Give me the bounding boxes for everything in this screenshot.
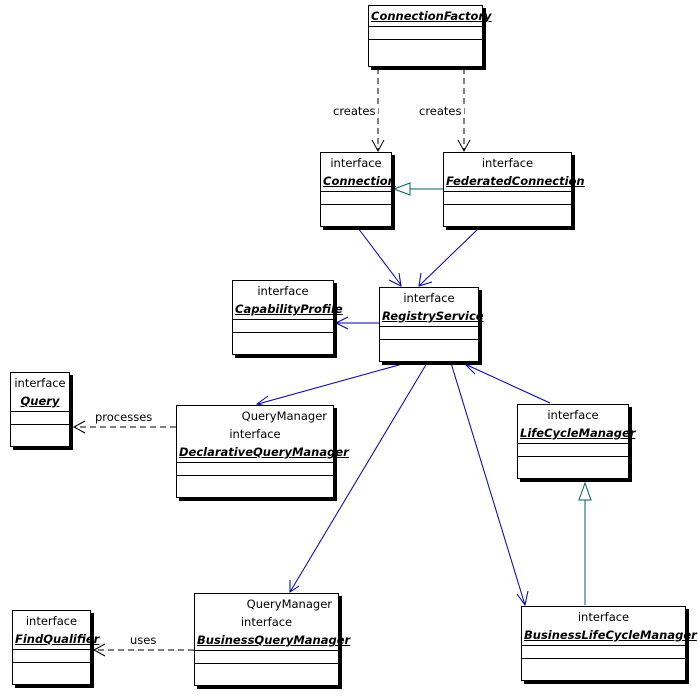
class-name: FederatedConnection — [446, 174, 585, 188]
operations-compartment — [195, 664, 338, 677]
class-header: interface CapabilityProfile — [233, 281, 343, 320]
stereotype-label: interface — [547, 408, 599, 422]
attributes-compartment — [177, 463, 333, 476]
superclass-label: QueryManager — [246, 597, 332, 611]
registry-businesslifecycle-arrowhead — [516, 590, 529, 607]
attributes-compartment — [195, 651, 338, 664]
attributes-compartment — [518, 444, 628, 457]
connection-registry-line — [357, 227, 402, 286]
stereotype-label: interface — [330, 156, 382, 170]
class-header: interface FederatedConnection — [444, 153, 585, 192]
class-header: interface BusinessLifeCycleManager — [522, 607, 697, 646]
federated-registry-line — [419, 227, 480, 286]
operations-compartment — [444, 205, 571, 218]
uses-label: uses — [128, 633, 159, 647]
registry-declarative-line — [257, 362, 407, 405]
processes-label: processes — [93, 410, 155, 424]
federated-registry-arrowhead — [418, 272, 433, 287]
class-header: ConnectionFactory — [369, 6, 492, 27]
attributes-compartment — [369, 27, 482, 40]
business-query-manager-class[interactable]: QueryManager interface BusinessQueryMana… — [194, 593, 351, 686]
attributes-compartment — [321, 192, 391, 205]
processes-arrowhead — [72, 420, 86, 434]
stereotype-label: interface — [481, 156, 534, 170]
operations-compartment — [13, 663, 90, 676]
declarative-query-manager-class[interactable]: QueryManager interface DeclarativeQueryM… — [176, 405, 349, 498]
creates-connection-label: creates — [331, 104, 378, 118]
federated-generalization-triangle — [392, 182, 411, 196]
stereotype-label: interface — [25, 614, 78, 628]
stereotype-label: interface — [14, 376, 66, 390]
lifecycle-registry-arrowhead — [464, 363, 480, 375]
class-header: interface LifeCycleManager — [518, 405, 636, 444]
registry-capability-arrowhead — [334, 316, 349, 330]
operations-compartment — [380, 340, 478, 353]
attributes-compartment — [380, 327, 478, 340]
find-qualifier-class[interactable]: interface FindQualifier — [12, 610, 100, 685]
class-name: ConnectionFactory — [371, 9, 492, 23]
stereotype-label: interface — [577, 610, 630, 624]
class-name: CapabilityProfile — [235, 302, 343, 316]
attributes-compartment — [11, 412, 69, 425]
operations-compartment — [522, 659, 685, 672]
connection-class[interactable]: interface Connection — [320, 152, 396, 227]
attributes-compartment — [233, 320, 333, 333]
class-name: BusinessQueryManager — [197, 633, 351, 647]
class-name: RegistryService — [382, 309, 484, 323]
creates-connection-arrowhead — [371, 139, 385, 153]
class-name: DeclarativeQueryManager — [179, 445, 349, 459]
lifecycle-registry-line — [466, 364, 551, 404]
registry-businesslifecycle-line — [450, 362, 526, 606]
query-class[interactable]: interface Query — [10, 372, 70, 447]
superclass-label: QueryManager — [241, 409, 327, 423]
attributes-compartment — [13, 650, 90, 663]
stereotype-label: interface — [403, 291, 455, 305]
registry-businessquery-arrowhead — [289, 580, 300, 593]
operations-compartment — [518, 457, 628, 470]
stereotype-label: interface — [240, 615, 293, 629]
class-name: LifeCycleManager — [520, 426, 636, 440]
attributes-compartment — [522, 646, 685, 659]
operations-compartment — [11, 425, 69, 438]
class-name: FindQualifier — [15, 632, 100, 646]
connection-factory-class[interactable]: ConnectionFactory — [368, 5, 492, 67]
class-name: Connection — [323, 174, 396, 188]
class-name: Query — [20, 394, 60, 408]
creates-federated-arrowhead — [457, 139, 471, 153]
class-header: QueryManager interface DeclarativeQueryM… — [177, 406, 349, 463]
uses-arrowhead — [92, 643, 106, 657]
operations-compartment — [321, 205, 391, 218]
operations-compartment — [369, 40, 482, 53]
connection-registry-arrowhead — [388, 272, 402, 287]
operations-compartment — [233, 333, 333, 346]
class-header: interface RegistryService — [380, 288, 484, 327]
businesslifecycle-generalization-triangle — [578, 481, 592, 501]
class-name: BusinessLifeCycleManager — [524, 628, 697, 642]
capability-profile-class[interactable]: interface CapabilityProfile — [232, 280, 343, 355]
class-header: interface FindQualifier — [13, 611, 100, 650]
operations-compartment — [177, 476, 333, 489]
attributes-compartment — [444, 192, 571, 205]
registry-businessquery-line — [289, 362, 428, 593]
business-life-cycle-manager-class[interactable]: interface BusinessLifeCycleManager — [521, 606, 697, 681]
class-header: interface Connection — [321, 153, 396, 192]
federated-connection-class[interactable]: interface FederatedConnection — [443, 152, 585, 227]
stereotype-label: interface — [257, 284, 309, 298]
class-header: QueryManager interface BusinessQueryMana… — [195, 594, 351, 651]
stereotype-label: interface — [229, 427, 281, 441]
life-cycle-manager-class[interactable]: interface LifeCycleManager — [517, 404, 636, 479]
class-header: interface Query — [11, 373, 69, 412]
creates-federated-label: creates — [417, 104, 464, 118]
registry-service-class[interactable]: interface RegistryService — [379, 287, 484, 362]
